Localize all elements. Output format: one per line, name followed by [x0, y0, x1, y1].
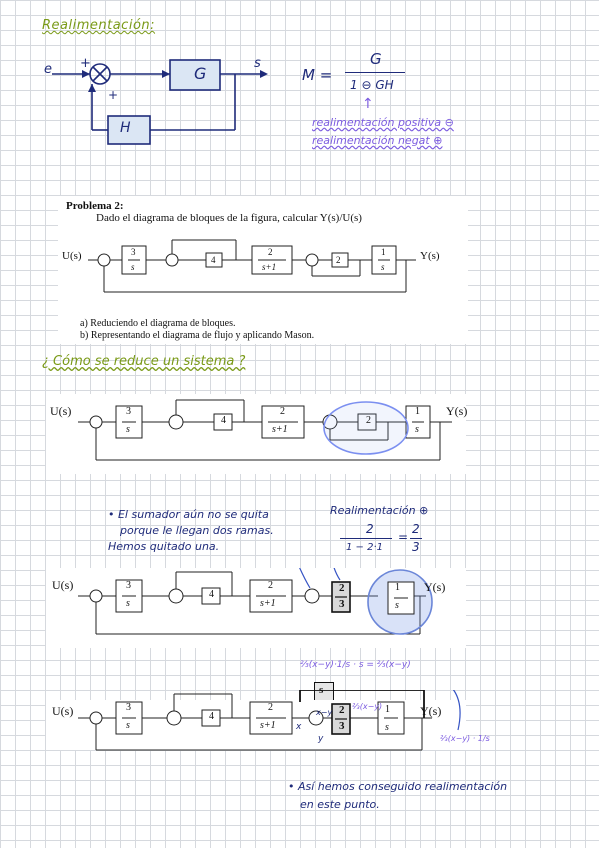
diagram3: [78, 690, 461, 751]
d1-b5-den: s: [415, 424, 419, 435]
formula-lhs: M =: [302, 66, 333, 84]
d2-b1-den: s: [126, 598, 130, 609]
problem-b3-num: 2: [268, 247, 273, 257]
problem-item-a: a) Reduciendo el diagrama de bloques.: [80, 318, 236, 329]
formula-numerator: G: [370, 50, 382, 68]
d2-b5-den: s: [395, 600, 399, 611]
problem-b5-den: s: [381, 262, 385, 272]
right-equation: ⅔(x−y) · 1/s: [440, 734, 490, 743]
d3-b3-num: 2: [268, 702, 273, 713]
simple-feedback-diagram: [52, 59, 268, 145]
d1-b5-num: 1: [415, 406, 420, 417]
result-numerator: 2: [412, 522, 420, 536]
note-positive: realimentación positiva ⊖: [312, 116, 454, 129]
frac-bar: [340, 538, 392, 539]
label-y: y: [318, 734, 324, 744]
d1-b3-den: s+1: [272, 424, 288, 435]
label-x: x: [296, 722, 302, 732]
problem-input-label: U(s): [62, 250, 82, 262]
label-x-minus-y: x−y: [316, 708, 333, 717]
block-g-label: G: [194, 64, 207, 83]
note-bullet1-line2: porque le llegan dos ramas.: [120, 524, 274, 537]
formula-bar: [345, 72, 405, 73]
block-h-label: H: [120, 120, 131, 136]
note-bullet1-line1: • El sumador aún no se quita: [108, 508, 269, 521]
d2-b1-num: 3: [126, 580, 131, 591]
diagram1: [78, 399, 452, 461]
top-equation: ⅔(x−y)·1/s · s = ⅔(x−y): [300, 660, 411, 670]
note-bullet2-line1: • Así hemos conseguido realimentación: [288, 780, 508, 793]
sign-plus-top: +: [80, 56, 91, 71]
result-denominator: 3: [412, 540, 420, 554]
d2-b4-den: 3: [339, 598, 345, 610]
problem-block-diagram: [88, 239, 416, 293]
d1-b1-num: 3: [126, 406, 131, 417]
frac-equals: =: [398, 530, 409, 544]
d3-b5-num: 1: [385, 704, 390, 715]
note-feedback-label: Realimentación ⊕: [330, 504, 429, 517]
formula-denominator: 1 ⊖ GH: [350, 78, 394, 92]
problem-b1-den: s: [131, 262, 135, 272]
heading-realimentacion: Realimentación:: [42, 18, 156, 33]
note-bullet2-line2: en este punto.: [300, 798, 380, 811]
problem-b4: 2: [336, 255, 341, 265]
problem-statement: Dado el diagrama de bloques de la figura…: [96, 212, 362, 224]
d1-b1-den: s: [126, 424, 130, 435]
d2-b5-num: 1: [395, 582, 400, 593]
d2-b3-num: 2: [268, 580, 273, 591]
frac-denominator: 1 − 2·1: [346, 542, 384, 553]
d1-b2: 4: [221, 415, 226, 426]
note-negative: realimentación negat ⊕: [312, 134, 443, 147]
note-bullet1-line3: Hemos quitado una.: [108, 540, 220, 553]
d3-input-label: U(s): [52, 704, 74, 718]
d3-b2: 4: [209, 711, 214, 722]
problem-item-b: b) Representando el diagrama de flujo y …: [80, 330, 315, 341]
problem-b5-num: 1: [381, 247, 386, 257]
arrow-up-mark: ↑: [362, 96, 374, 112]
d3-b1-den: s: [126, 720, 130, 731]
frac-numerator: 2: [366, 522, 374, 536]
d1-output-label: Y(s): [446, 404, 468, 418]
d2-b2: 4: [209, 589, 214, 600]
d3-b5-den: s: [385, 722, 389, 733]
problem-b1-num: 3: [131, 247, 136, 257]
d3-b3-den: s+1: [260, 720, 276, 731]
signal-s: s: [254, 56, 261, 71]
problem-b3-den: s+1: [262, 262, 277, 272]
sign-plus-bottom: +: [108, 88, 119, 102]
d3-b4-num: 2: [339, 704, 345, 716]
d3-output-label: Y(s): [420, 704, 442, 718]
diagram2: [78, 568, 433, 635]
question-heading: ¿ Cómo se reduce un sistema ?: [42, 354, 246, 369]
d3-b4-den: 3: [339, 720, 345, 732]
d2-b3-den: s+1: [260, 598, 276, 609]
signal-e: e: [44, 62, 52, 77]
result-bar: [410, 538, 422, 539]
d1-b3-num: 2: [280, 406, 285, 417]
d1-b4: 2: [366, 415, 371, 426]
d1-input-label: U(s): [50, 404, 72, 418]
problem-b2: 4: [211, 255, 216, 265]
d2-output-label: Y(s): [424, 580, 446, 594]
mid-equation: ⅔(x−y): [352, 702, 383, 711]
d3-b1-num: 3: [126, 702, 131, 713]
d2-b4-num: 2: [339, 582, 345, 594]
problem-title: Problema 2:: [66, 200, 124, 212]
d2-input-label: U(s): [52, 578, 74, 592]
problem-output-label: Y(s): [420, 250, 440, 262]
